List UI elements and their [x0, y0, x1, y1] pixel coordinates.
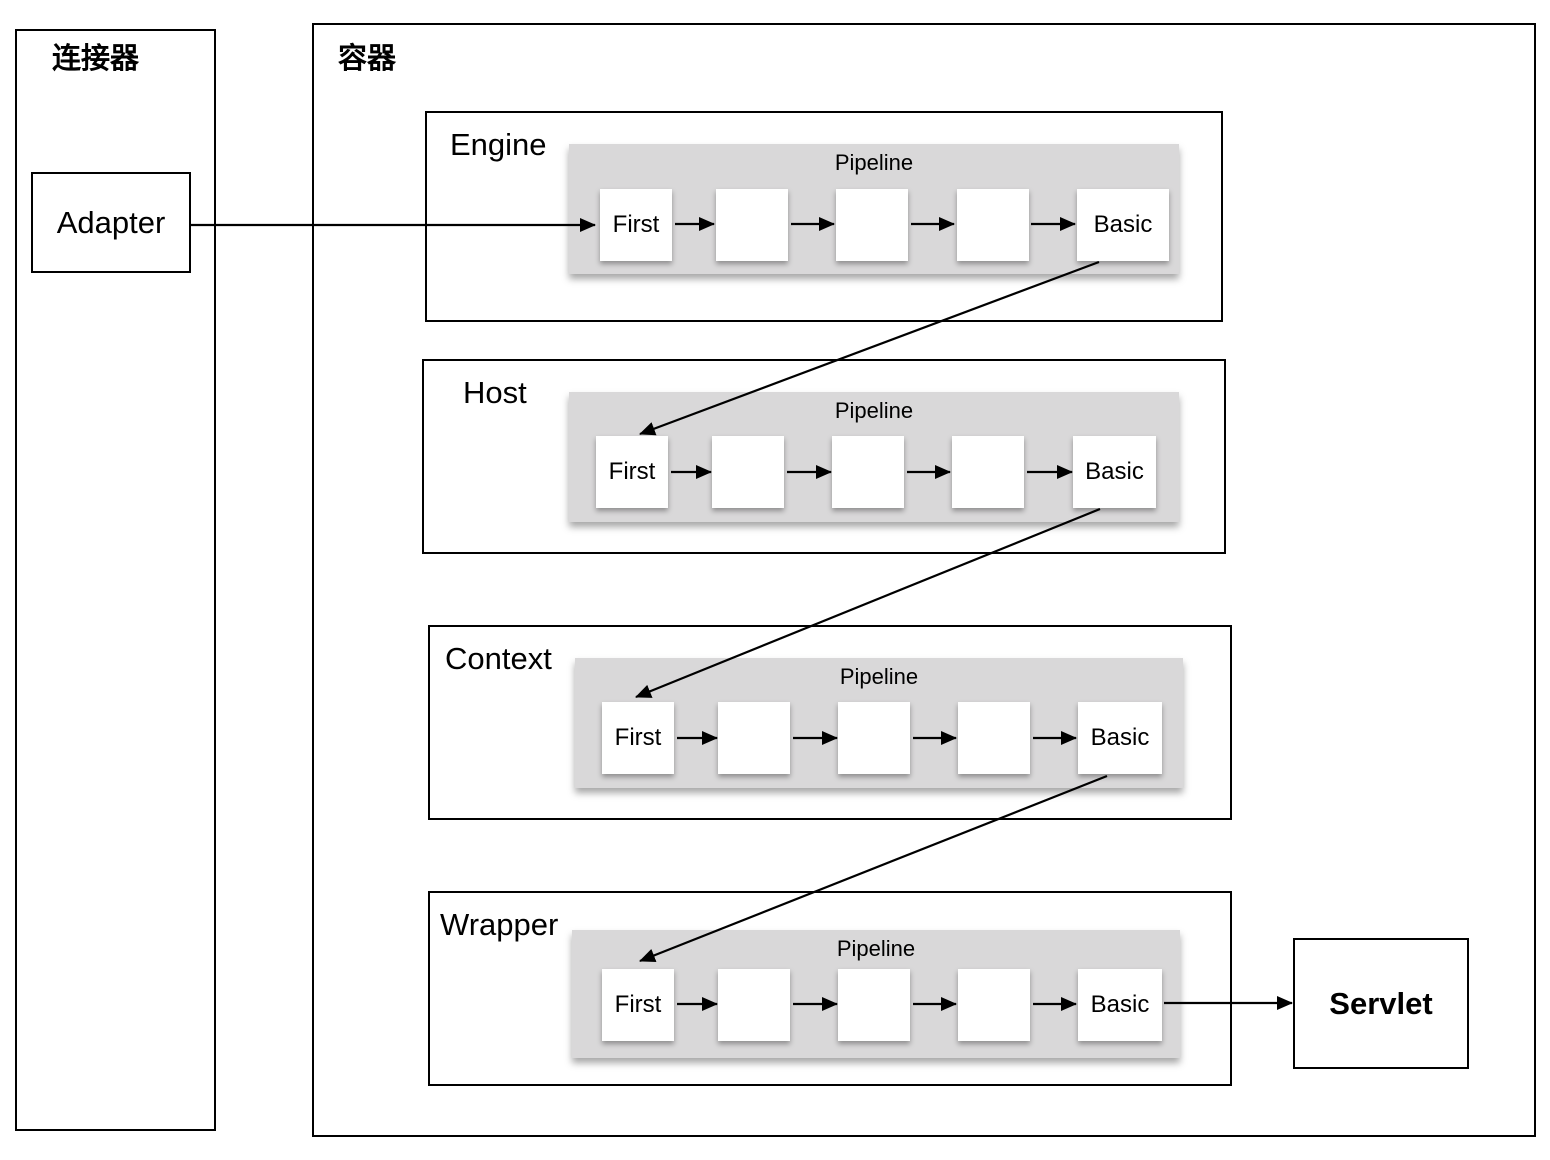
engine-pipeline-label: Pipeline [834, 150, 914, 175]
host-basic-valve: Basic [1073, 436, 1156, 508]
host-valve-3 [832, 436, 904, 508]
wrapper-valve-2 [718, 969, 790, 1041]
wrapper-first-valve: First [602, 969, 674, 1041]
wrapper-pipeline-label: Pipeline [836, 936, 916, 961]
context-label: Context [445, 641, 552, 676]
container-title: 容器 [338, 41, 397, 75]
context-pipeline: Pipeline First Basic [575, 658, 1183, 788]
host-first-label: First [608, 458, 656, 485]
context-valve-3 [838, 702, 910, 774]
context-first-label: First [614, 724, 662, 751]
context-first-valve: First [602, 702, 674, 774]
host-pipeline-label: Pipeline [834, 398, 914, 423]
context-basic-label: Basic [1090, 724, 1150, 751]
context-valve-4 [958, 702, 1030, 774]
engine-first-label: First [612, 211, 660, 238]
host-pipeline: Pipeline First Basic [569, 392, 1179, 522]
wrapper-basic-label: Basic [1090, 991, 1150, 1018]
connector-title: 连接器 [52, 41, 140, 75]
adapter-label: Adapter [56, 204, 166, 240]
wrapper-valve-4 [958, 969, 1030, 1041]
engine-valve-3 [836, 189, 908, 261]
wrapper-first-label: First [614, 991, 662, 1018]
context-valve-2 [718, 702, 790, 774]
engine-valve-4 [957, 189, 1029, 261]
engine-label: Engine [450, 127, 547, 162]
engine-basic-valve: Basic [1077, 189, 1169, 261]
engine-pipeline: Pipeline First Basic [569, 144, 1179, 274]
wrapper-pipeline: Pipeline First Basic [572, 930, 1180, 1058]
host-valve-2 [712, 436, 784, 508]
engine-valve-2 [716, 189, 788, 261]
context-basic-valve: Basic [1078, 702, 1162, 774]
servlet-label: Servlet [1329, 985, 1433, 1021]
host-first-valve: First [596, 436, 668, 508]
wrapper-basic-valve: Basic [1078, 969, 1162, 1041]
context-pipeline-label: Pipeline [839, 664, 919, 689]
servlet-box: Servlet [1293, 938, 1469, 1069]
adapter-box: Adapter [31, 172, 191, 273]
wrapper-label: Wrapper [440, 907, 559, 942]
container-region [312, 23, 1536, 1137]
engine-first-valve: First [600, 189, 672, 261]
host-valve-4 [952, 436, 1024, 508]
host-basic-label: Basic [1085, 458, 1144, 485]
host-label: Host [463, 375, 527, 410]
engine-basic-label: Basic [1093, 211, 1153, 238]
connector-region [15, 29, 216, 1131]
wrapper-valve-3 [838, 969, 910, 1041]
